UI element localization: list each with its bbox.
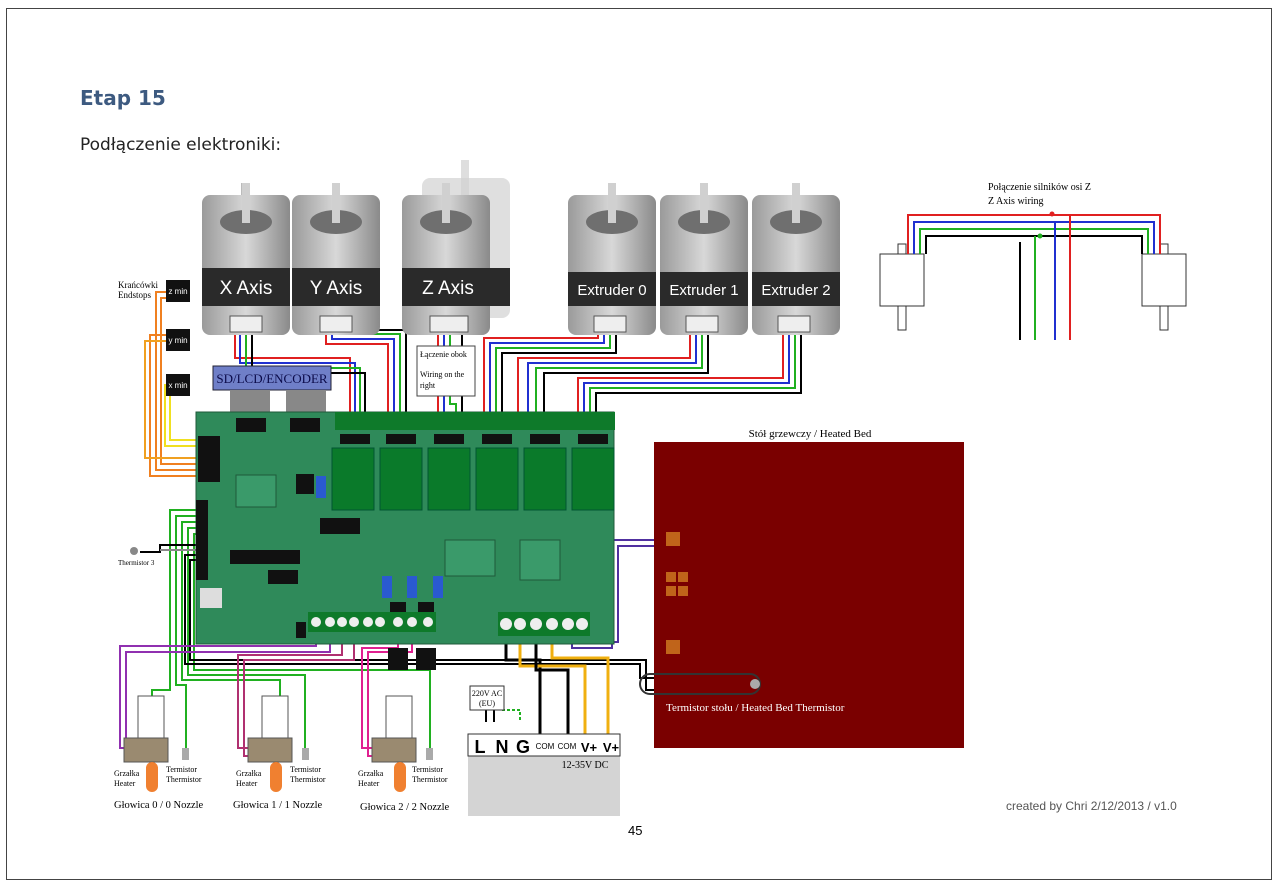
svg-text:Termistor: Termistor	[412, 765, 443, 774]
voltage-label: 12-35V DC	[562, 760, 609, 771]
page-number: 45	[628, 823, 643, 838]
motor-label: Extruder 0	[577, 282, 646, 299]
svg-text:z min: z min	[168, 287, 187, 296]
svg-text:(EU): (EU)	[479, 699, 495, 708]
svg-text:Termistor: Termistor	[290, 765, 321, 774]
power-supply: 220V AC (EU) L N G COM COM V+ V+ 12-35V …	[467, 685, 621, 816]
heater-terminals	[308, 612, 436, 632]
page-subtitle: Podłączenie elektroniki:	[80, 135, 282, 155]
svg-text:Grzałka: Grzałka	[236, 769, 262, 778]
controller-board	[195, 411, 615, 645]
endstop-x-min	[166, 374, 190, 396]
top-terminal-blocks	[335, 412, 615, 430]
motor-label: Extruder 1	[669, 282, 738, 299]
lcd-connector: SD/LCD/ENCODER	[212, 365, 332, 416]
z-axis-wiring: Połączenie silników osi Z Z Axis wiring	[879, 182, 1187, 340]
motor-z: Z Axis	[402, 160, 510, 335]
fuse	[416, 648, 436, 670]
nozzle-name: Głowica 1 / 1 Nozzle	[233, 800, 323, 811]
step-title: Etap 15	[80, 86, 166, 110]
endstop-wires	[144, 291, 212, 477]
terminal-label: COM	[558, 742, 577, 751]
svg-text:SD/LCD/ENCODER: SD/LCD/ENCODER	[216, 371, 328, 386]
thermistor-probe	[302, 748, 309, 760]
motor-x: X Axis	[202, 183, 290, 335]
motor-label: Y Axis	[310, 278, 362, 299]
svg-text:Endstops: Endstops	[118, 290, 152, 300]
svg-text:Heater: Heater	[358, 779, 380, 788]
svg-text:Grzałka: Grzałka	[358, 769, 384, 778]
nozzle-name: Głowica 0 / 0 Nozzle	[114, 800, 204, 811]
page-frame	[6, 8, 1272, 880]
svg-text:Heater: Heater	[114, 779, 136, 788]
svg-text:Heater: Heater	[236, 779, 258, 788]
svg-text:Termistor: Termistor	[166, 765, 197, 774]
stepper-drivers	[331, 447, 615, 511]
terminal-label: L	[475, 737, 486, 757]
bed-thermistor-label: Termistor stołu / Heated Bed Thermistor	[666, 702, 845, 714]
svg-text:Grzałka: Grzałka	[114, 769, 140, 778]
endstop-z-min	[166, 280, 190, 302]
terminal-label: V+	[581, 740, 598, 755]
terminal-label: COM	[536, 742, 555, 751]
svg-text:Thermistor 3: Thermistor 3	[118, 559, 155, 567]
thermistor-probe	[182, 748, 189, 760]
thermistor-3: Thermistor 3	[118, 547, 155, 567]
motor-extruder-0: Extruder 0	[568, 183, 656, 335]
svg-text:right: right	[420, 381, 436, 390]
thermistor-probe	[426, 748, 433, 760]
svg-text:y min: y min	[168, 336, 187, 345]
usb-icon	[200, 588, 222, 608]
svg-text:Thermistor: Thermistor	[290, 775, 326, 784]
motor-label: Extruder 2	[761, 282, 830, 299]
nozzle-2: Grzałka Heater Termistor Thermistor Głow…	[358, 695, 450, 813]
motor-y: Y Axis	[292, 183, 380, 335]
svg-text:Z Axis wiring: Z Axis wiring	[988, 196, 1044, 207]
terminal-label: N	[496, 737, 509, 757]
svg-text:220V AC: 220V AC	[472, 689, 502, 698]
svg-text:Thermistor: Thermistor	[412, 775, 448, 784]
fuse	[388, 648, 408, 670]
nozzle-1: Grzałka Heater Termistor Thermistor Głow…	[233, 695, 326, 811]
svg-text:Łączenie obok: Łączenie obok	[420, 350, 467, 359]
motor-label: Z Axis	[422, 278, 474, 299]
endstop-y-min	[166, 329, 190, 351]
credit: created by Chri 2/12/2013 / v1.0	[1006, 799, 1177, 813]
svg-text:Wiring on the: Wiring on the	[420, 370, 465, 379]
heated-bed: Stół grzewczy / Heated Bed Termistor sto…	[639, 428, 964, 748]
endstops: Krańcówki Endstops z min y min x min	[118, 280, 190, 396]
svg-text:x min: x min	[168, 381, 187, 390]
nozzle-0: Grzałka Heater Termistor Thermistor Głow…	[114, 695, 204, 811]
svg-text:Thermistor: Thermistor	[166, 775, 202, 784]
motor-extruder-1: Extruder 1	[660, 183, 748, 335]
terminal-label: V+	[603, 740, 620, 755]
terminal-label: G	[516, 737, 530, 757]
power-terminals	[498, 612, 590, 636]
heated-bed-title: Stół grzewczy / Heated Bed	[749, 428, 872, 440]
endstops-title: Krańcówki	[118, 280, 158, 290]
motor-extruder-2: Extruder 2	[752, 183, 840, 335]
z-wiring-note: Łączenie obok Wiring on the right	[416, 345, 476, 397]
motor-label: X Axis	[220, 278, 273, 299]
svg-text:Połączenie silników osi Z: Połączenie silników osi Z	[988, 182, 1091, 193]
nozzle-name: Głowica 2 / 2 Nozzle	[360, 802, 450, 813]
